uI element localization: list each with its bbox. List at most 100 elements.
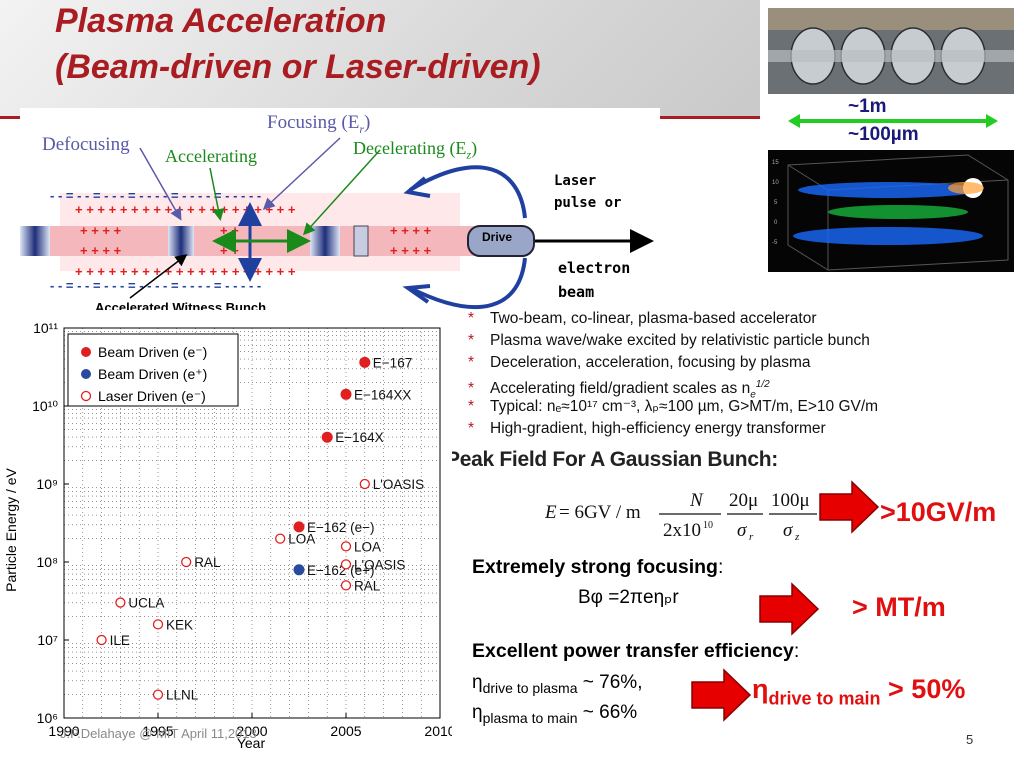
data-point-label: E−164XX	[354, 387, 411, 402]
wakefield-simulation-image: 15 10 5 0 -5	[768, 150, 1014, 272]
arrow-efficiency	[691, 668, 752, 722]
defocusing-label: Defocusing	[42, 134, 130, 155]
svg-text:100μ: 100μ	[771, 490, 810, 511]
svg-text:+ +: + +	[220, 243, 239, 258]
svg-text:r: r	[749, 531, 754, 543]
legend-entry: Laser Driven (e⁻)	[98, 388, 206, 404]
scale-1m-label: ~1m	[848, 96, 887, 117]
electron-charges: - - = - - = - - - = - - - - = - - - - = …	[50, 188, 261, 293]
accelerator-photo	[768, 8, 1014, 94]
mid-bunch	[310, 226, 340, 256]
drive-label: Drive	[482, 230, 513, 244]
list-item: *High-gradient, high-efficiency energy t…	[468, 420, 826, 437]
wake-diagram-svg: + + + + + + + + + + + + + + + + + + + + …	[20, 137, 654, 310]
legend-box	[67, 333, 239, 407]
data-point	[340, 541, 352, 552]
data-point-label: LLNL	[166, 688, 199, 703]
data-point-label: E−164X	[335, 430, 383, 445]
svg-text:0: 0	[774, 220, 778, 226]
svg-text:- - = - - = - - - = - - - - =: - - = - - = - - - = - - - - = - - - - = …	[50, 278, 261, 293]
x-tick-label: 2005	[330, 723, 361, 739]
data-point	[115, 597, 126, 608]
data-point	[275, 533, 286, 544]
legend-marker	[81, 347, 91, 357]
plasma-wake-diagram: + + + + + + + + + + + + + + + + + + + + …	[20, 108, 660, 320]
data-point	[293, 521, 305, 533]
x-tick-label: 1990	[48, 723, 79, 739]
scale-arrow	[788, 114, 998, 128]
arrow-peak-field	[819, 480, 880, 534]
y-tick-label: 10¹¹	[33, 320, 58, 336]
svg-text:N: N	[689, 490, 704, 511]
simulation-graphic: 15 10 5 0 -5	[768, 150, 1014, 272]
svg-text:+ + + +: + + + +	[80, 243, 122, 258]
y-tick-label: 10⁹	[36, 476, 58, 492]
title-rule-left	[0, 116, 20, 119]
svg-text:+ + + + + + + + + + + + + + +: + + + + + + + + + + + + + + + + + + + +	[75, 202, 296, 217]
focusing-result: > MT/m	[852, 592, 946, 622]
data-point-label: E−162 (e−)	[307, 520, 375, 535]
data-point-label: E−167	[373, 355, 412, 370]
scale-100um-label: ~100µm	[848, 124, 919, 145]
legend-entry: Beam Driven (e⁻)	[98, 344, 207, 360]
legend-marker	[81, 369, 91, 379]
data-point	[359, 478, 370, 490]
focusing-pointer	[262, 137, 341, 211]
accelerating-label: Accelerating	[165, 146, 257, 166]
y-axis-label: Particle Energy / eV	[3, 467, 19, 591]
efficiency-drive-to-plasma: ηdrive to plasma ~ 76%,	[472, 672, 643, 696]
data-point-label: KEK	[166, 617, 193, 632]
slide-title-line1: Plasma Acceleration	[55, 2, 387, 40]
data-point-label: LOA	[288, 532, 315, 547]
data-point-label: L'OASIS	[354, 557, 405, 572]
svg-text:+ +: + +	[220, 223, 239, 238]
svg-text:2x10: 2x10	[663, 520, 701, 541]
accelerating-pointer	[209, 167, 225, 221]
focusing-heading: Extremely strong focusing:	[472, 556, 724, 578]
drive-bunch-tail	[353, 225, 369, 257]
page-number: 5	[966, 732, 974, 747]
data-point	[152, 619, 164, 630]
slide-footer: J.P.Delahaye @ MIT April 11,2013	[60, 726, 257, 741]
efficiency-heading: Excellent power transfer efficiency:	[472, 640, 800, 662]
data-point	[181, 556, 192, 568]
arrow-focusing	[759, 582, 820, 636]
svg-text:15: 15	[772, 160, 779, 166]
list-item: *Typical: nₑ≈10¹⁷ cm⁻³, λₚ≈100 µm, G>MT/…	[468, 398, 879, 415]
svg-text:10: 10	[772, 180, 779, 186]
svg-text:-5: -5	[772, 240, 778, 246]
y-tick-label: 10⁶	[37, 710, 58, 726]
title-rule-right	[660, 116, 760, 119]
svg-text:+ + + +: + + + +	[80, 223, 122, 238]
svg-text:+ + + + + + + + + + + + + + +: + + + + + + + + + + + + + + + + + + + +	[75, 264, 296, 279]
decelerating-label: Decelerating (Ez)	[353, 138, 478, 162]
svg-text:- - = - - = - - - = - - - - =: - - = - - = - - - = - - - - = - - - - = …	[50, 188, 261, 203]
data-point	[96, 634, 107, 646]
flow-arrowhead-bottom	[402, 284, 431, 304]
peak-field-result: >10GV/m	[880, 497, 997, 527]
data-point	[340, 388, 352, 400]
y-tick-label: 10⁷	[37, 632, 58, 648]
title-background	[0, 0, 760, 118]
svg-text:5: 5	[774, 200, 778, 206]
y-tick-label: 10¹⁰	[32, 398, 58, 414]
efficiency-plasma-to-main: ηplasma to main ~ 66%	[472, 702, 638, 726]
data-point-label: RAL	[194, 555, 221, 570]
trailing-bunch	[20, 226, 50, 256]
svg-text:+ + + +: + + + +	[390, 243, 432, 258]
svg-text:+ + + +: + + + +	[390, 223, 432, 238]
list-item: *Plasma wave/wake excited by relativisti…	[468, 332, 870, 349]
data-point	[359, 356, 371, 368]
legend-entry: Beam Driven (e⁺)	[98, 366, 207, 382]
accelerator-cavity-graphic	[768, 8, 1014, 94]
svg-text:σ: σ	[783, 520, 793, 541]
list-item: *Two-beam, co-linear, plasma-based accel…	[468, 310, 817, 327]
x-tick-label: 2010	[424, 723, 452, 739]
electron-flow-bottom	[409, 257, 527, 310]
